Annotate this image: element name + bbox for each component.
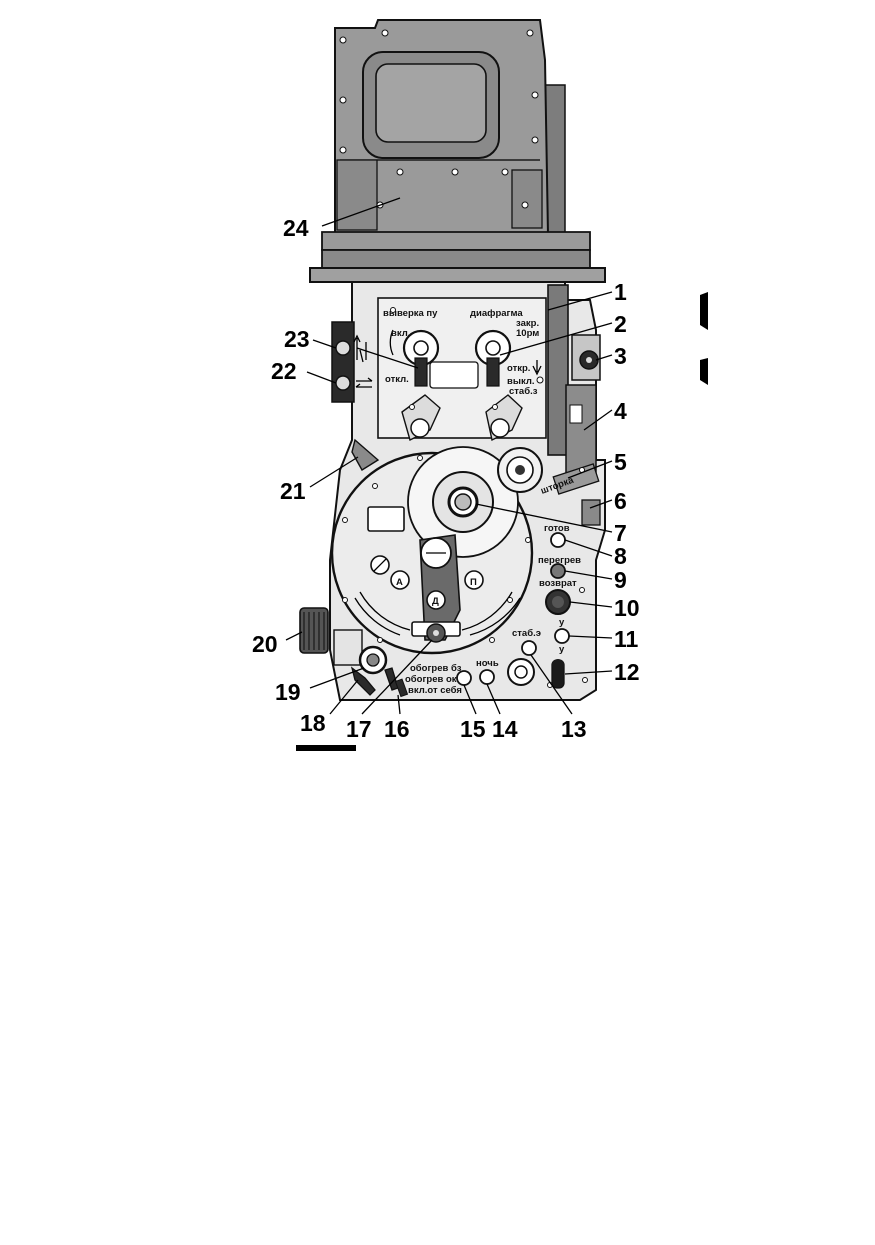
callout-11: 11 bbox=[614, 626, 639, 652]
label-heat-ok: обогрев ок bbox=[405, 674, 457, 685]
label-ring-d: Д bbox=[432, 596, 439, 607]
callout-21: 21 bbox=[280, 478, 306, 504]
label-align-pu: выверка пу bbox=[383, 308, 438, 319]
callout-numbers: 24 1 2 3 4 5 6 7 8 9 10 11 12 13 14 15 1… bbox=[252, 215, 640, 742]
callout-9: 9 bbox=[614, 567, 627, 593]
callout-14: 14 bbox=[492, 716, 518, 742]
vertical-rail bbox=[547, 284, 569, 456]
ready-indicator bbox=[550, 532, 566, 548]
label-u-upper: у bbox=[559, 617, 565, 628]
label-closed: закр. bbox=[516, 318, 539, 329]
callout-3: 3 bbox=[614, 343, 627, 369]
label-heat-bz: обогрев бз bbox=[410, 663, 462, 674]
callout-2: 2 bbox=[614, 311, 627, 337]
label-on: вкл. bbox=[391, 328, 410, 339]
callout-23: 23 bbox=[284, 326, 310, 352]
stab-e-indicator bbox=[521, 640, 537, 656]
callout-17: 17 bbox=[346, 716, 372, 742]
label-stab: стаб.з bbox=[509, 386, 538, 397]
callout-24: 24 bbox=[283, 215, 309, 241]
panel-labels: выверка пу вкл. откл. диафрагма закр. 10… bbox=[383, 308, 581, 696]
upper-controls bbox=[389, 307, 544, 442]
callout-19: 19 bbox=[275, 679, 301, 705]
label-off: откл. bbox=[385, 374, 409, 385]
callout-4: 4 bbox=[614, 398, 627, 424]
label-ring-p: П bbox=[470, 577, 477, 588]
callout-1: 1 bbox=[614, 279, 627, 305]
align-lever[interactable] bbox=[414, 357, 428, 387]
cropped-fragment bbox=[296, 745, 356, 751]
callout-20: 20 bbox=[252, 631, 278, 657]
mounting-flange bbox=[309, 267, 606, 283]
lower-right-controls bbox=[456, 467, 588, 689]
label-stab-e: стаб.э bbox=[512, 628, 541, 639]
label-ready: готов bbox=[544, 523, 570, 534]
callout-6: 6 bbox=[614, 488, 627, 514]
callout-12: 12 bbox=[614, 659, 640, 685]
label-diaphragm: диафрагма bbox=[470, 308, 523, 319]
callout-15: 15 bbox=[460, 716, 486, 742]
callout-13: 13 bbox=[561, 716, 587, 742]
label-10rm: 10рм bbox=[516, 328, 539, 339]
label-open: откр. bbox=[507, 363, 530, 374]
callout-22: 22 bbox=[271, 358, 297, 384]
top-housing bbox=[309, 19, 606, 283]
label-u-lower: у bbox=[559, 644, 565, 655]
label-on-away: вкл.от себя bbox=[408, 685, 462, 696]
callout-18: 18 bbox=[300, 710, 326, 736]
label-ring-a: А bbox=[396, 577, 403, 588]
u-indicator bbox=[554, 628, 570, 644]
callout-5: 5 bbox=[614, 449, 627, 475]
label-off2: выкл. bbox=[507, 376, 535, 387]
overheat-indicator bbox=[550, 563, 566, 579]
lower-disc bbox=[330, 438, 543, 655]
label-overheat: перегрев bbox=[538, 555, 581, 566]
housing-window bbox=[375, 63, 487, 143]
callout-16: 16 bbox=[384, 716, 410, 742]
label-night: ночь bbox=[476, 658, 499, 669]
callout-10: 10 bbox=[614, 595, 640, 621]
night-indicator bbox=[479, 669, 495, 685]
callout-7: 7 bbox=[614, 520, 627, 546]
diaphragm-lever[interactable] bbox=[486, 357, 500, 387]
callout-8: 8 bbox=[614, 543, 627, 569]
lower-left-controls bbox=[299, 607, 409, 698]
leader-lines bbox=[285, 197, 613, 715]
label-return: возврат bbox=[539, 578, 577, 589]
